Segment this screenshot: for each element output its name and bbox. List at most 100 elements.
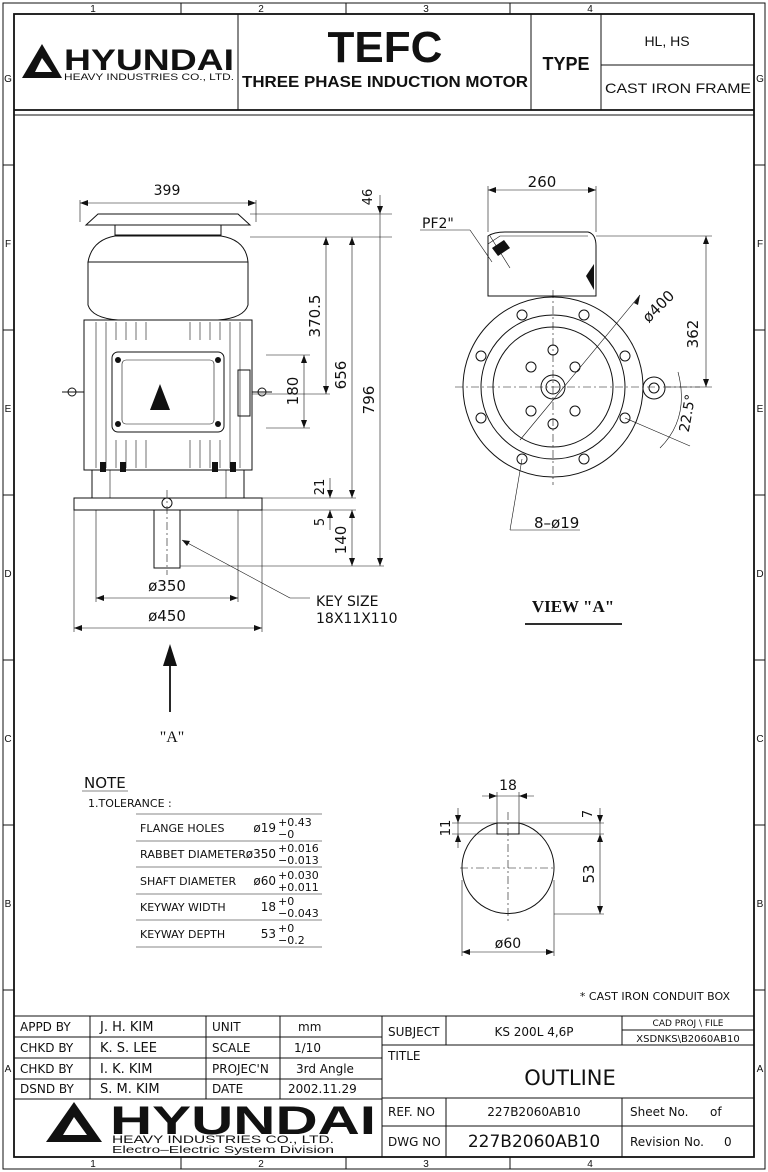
dim-dia-450: ø450	[148, 607, 186, 625]
dim-796: 796	[360, 386, 378, 415]
row-label-c: C	[4, 734, 11, 745]
key-size-label: KEY SIZE	[316, 594, 378, 610]
cad-proj-label: CAD PROJ \ FILE	[653, 1019, 724, 1029]
header-frame: CAST IRON FRAME	[605, 80, 751, 96]
row-label-d: D	[4, 569, 11, 580]
tolerance-nominal: ø60	[253, 874, 276, 888]
tolerance-nominal: 53	[261, 927, 276, 941]
title-block-division: Electro–Electric System Division	[112, 1145, 334, 1156]
col-label-4-bottom: 4	[587, 1159, 593, 1170]
revision-label: Revision No.	[630, 1135, 704, 1149]
col-label-3: 3	[423, 4, 429, 15]
dsnd-label: DSND BY	[20, 1082, 74, 1096]
dim-260: 260	[528, 173, 557, 191]
row-label-g: G	[4, 74, 12, 85]
view-arrow-label: "A"	[160, 729, 185, 746]
tolerance-lower: −0.013	[278, 854, 319, 867]
row-label-b: B	[5, 899, 12, 910]
dim-7: 7	[581, 810, 596, 818]
shaft-section	[452, 792, 604, 956]
scale-label: SCALE	[212, 1041, 250, 1055]
pf-label: PF2"	[422, 216, 454, 232]
dim-46: 46	[361, 189, 376, 206]
front-view-dimensions	[73, 195, 392, 712]
chkd2-label: CHKD BY	[20, 1062, 74, 1076]
dim-dia-60: ø60	[495, 936, 521, 952]
revision-value: 0	[724, 1135, 732, 1149]
tolerance-nominal: ø350	[246, 847, 276, 861]
tolerance-upper: +0	[278, 895, 294, 908]
col-label-3-bottom: 3	[423, 1159, 429, 1170]
dim-656: 656	[332, 361, 350, 390]
row-label-a: A	[5, 1064, 12, 1075]
dim-dia-350: ø350	[148, 577, 186, 595]
dim-53: 53	[580, 864, 598, 883]
conduit-note: * CAST IRON CONDUIT BOX	[580, 990, 731, 1003]
dim-5: 5	[313, 518, 328, 526]
chkd2-value: I. K. KIM	[100, 1062, 152, 1077]
tolerance-row: SHAFT DIAMETER ø60 +0.030 +0.011	[140, 869, 319, 894]
front-view-motor	[62, 213, 272, 575]
unit-value: mm	[298, 1020, 321, 1034]
dim-140: 140	[332, 526, 350, 555]
dim-11: 11	[439, 820, 454, 837]
col-label-2: 2	[258, 4, 264, 15]
inner-frame	[13, 13, 755, 1158]
projection-value: 3rd Angle	[296, 1062, 354, 1076]
date-value: 2002.11.29	[288, 1082, 357, 1096]
zone-ticks	[3, 3, 765, 1169]
row-label-b-right: B	[757, 899, 764, 910]
date-label: DATE	[212, 1082, 243, 1096]
dim-21: 21	[313, 479, 328, 496]
col-label-1: 1	[90, 4, 96, 15]
side-view-a	[455, 231, 700, 485]
tolerance-nominal: 18	[261, 900, 276, 914]
row-label-a-right: A	[757, 1064, 764, 1075]
header-type-label: TYPE	[542, 54, 589, 74]
dwg-value: 227B2060AB10	[468, 1132, 600, 1152]
row-label-c-right: C	[756, 734, 763, 745]
side-view-dimensions	[420, 186, 712, 625]
row-label-f-right: F	[757, 239, 763, 250]
dim-18: 18	[499, 778, 517, 794]
tolerance-lower: −0.043	[278, 907, 319, 920]
dim-370-5: 370.5	[306, 295, 324, 338]
cad-file: XSDNKS\B2060AB10	[636, 1034, 739, 1045]
title-label: TITLE	[387, 1049, 420, 1063]
tolerance-lower: −0	[278, 828, 294, 841]
tolerance-lower: +0.011	[278, 881, 319, 894]
tolerance-name: FLANGE HOLES	[140, 822, 224, 835]
chkd1-value: K. S. LEE	[100, 1041, 157, 1056]
note-tolerance: 1.TOLERANCE :	[88, 797, 172, 810]
col-label-4: 4	[587, 4, 593, 15]
ref-value: 227B2060AB10	[487, 1105, 580, 1119]
dim-dia-400: ø400	[639, 287, 678, 326]
subject-value: KS 200L 4,6P	[494, 1025, 573, 1039]
tolerance-upper: +0.016	[278, 842, 319, 855]
unit-label: UNIT	[212, 1020, 241, 1034]
dim-399: 399	[154, 183, 181, 199]
title-block-brand-sub: HEAVY INDUSTRIES CO., LTD.	[112, 1134, 334, 1146]
col-label-1-bottom: 1	[90, 1159, 96, 1170]
note-title: NOTE	[84, 774, 126, 792]
scale-value: 1/10	[294, 1041, 321, 1055]
dim-362: 362	[684, 320, 702, 349]
tolerance-name: KEYWAY WIDTH	[140, 901, 226, 914]
tolerance-upper: +0.030	[278, 869, 319, 882]
tolerance-row: KEYWAY WIDTH 18 +0 −0.043	[140, 895, 319, 920]
row-label-g-right: G	[756, 74, 764, 85]
tolerance-upper: +0	[278, 922, 294, 935]
tolerance-lower: −0.2	[278, 934, 305, 947]
row-label-d-right: D	[756, 569, 763, 580]
header-title: TEFC	[328, 23, 443, 72]
ref-label: REF. NO	[388, 1105, 435, 1119]
appd-value: J. H. KIM	[99, 1020, 154, 1035]
tolerance-upper: +0.43	[278, 816, 312, 829]
tolerance-nominal: ø19	[253, 821, 276, 835]
tolerance-name: RABBET DIAMETER	[140, 848, 246, 861]
angle-22-5: 22.5°	[677, 393, 699, 433]
hyundai-logo-large-icon	[46, 1102, 102, 1142]
dsnd-value: S. M. KIM	[100, 1082, 160, 1097]
header	[14, 14, 754, 116]
